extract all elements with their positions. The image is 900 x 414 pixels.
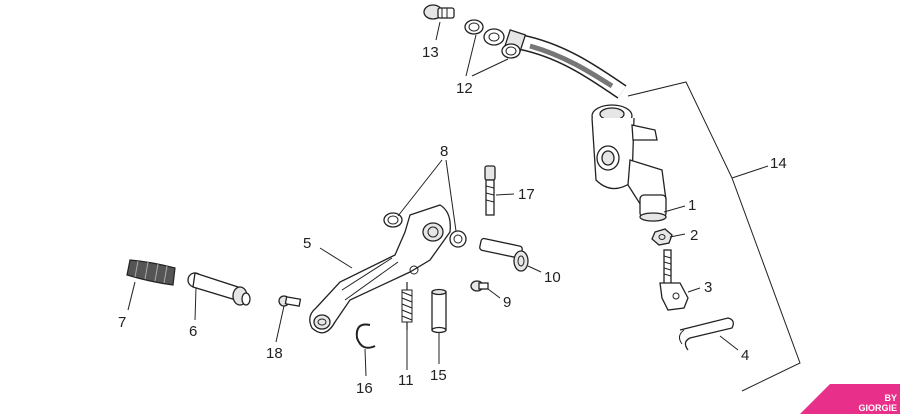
callout-15: 15 — [430, 367, 447, 384]
callout-13: 13 — [422, 44, 439, 61]
callout-1: 1 — [688, 197, 696, 214]
callout-16: 16 — [356, 380, 373, 397]
washer-parts — [464, 19, 521, 59]
callout-12: 12 — [456, 80, 473, 97]
callout-11: 11 — [398, 372, 414, 389]
small-screw-part — [278, 295, 302, 307]
logo-line-1: BY — [884, 393, 897, 403]
o-ring-parts — [383, 212, 467, 248]
callout-8: 8 — [440, 143, 448, 160]
master-cylinder-part — [591, 104, 667, 222]
callout-labels: 1 2 3 4 5 6 7 8 9 10 11 12 13 14 15 16 1… — [118, 44, 787, 397]
pedal-pin-part — [187, 272, 251, 306]
banjo-bolt-part — [423, 4, 455, 20]
pivot-bolt-part — [484, 165, 496, 216]
screw-part — [470, 280, 489, 292]
logo-line-2: GIORGIE — [858, 403, 897, 413]
callout-3: 3 — [704, 279, 712, 296]
sleeve-part — [431, 288, 447, 334]
brake-hose — [483, 28, 627, 99]
brake-pedal-part — [309, 204, 451, 334]
callout-4: 4 — [741, 347, 749, 364]
callout-14: 14 — [770, 155, 787, 172]
leader-lines — [127, 21, 801, 392]
clip-part — [678, 317, 734, 351]
logo: BY GIORGIE — [858, 393, 897, 413]
callout-6: 6 — [189, 323, 197, 340]
pivot-pin-part — [479, 237, 529, 272]
callout-7: 7 — [118, 314, 126, 331]
rubber-boot-part — [126, 259, 176, 286]
callout-9: 9 — [503, 294, 511, 311]
callout-2: 2 — [690, 227, 698, 244]
spring-part — [401, 282, 413, 330]
push-rod-part — [659, 249, 689, 311]
logo-shape — [800, 384, 900, 414]
callout-10: 10 — [544, 269, 561, 286]
callout-17: 17 — [518, 186, 535, 203]
callout-5: 5 — [303, 235, 311, 252]
circlip-part — [355, 323, 376, 349]
nut-part — [651, 228, 673, 246]
callout-18: 18 — [266, 345, 283, 362]
